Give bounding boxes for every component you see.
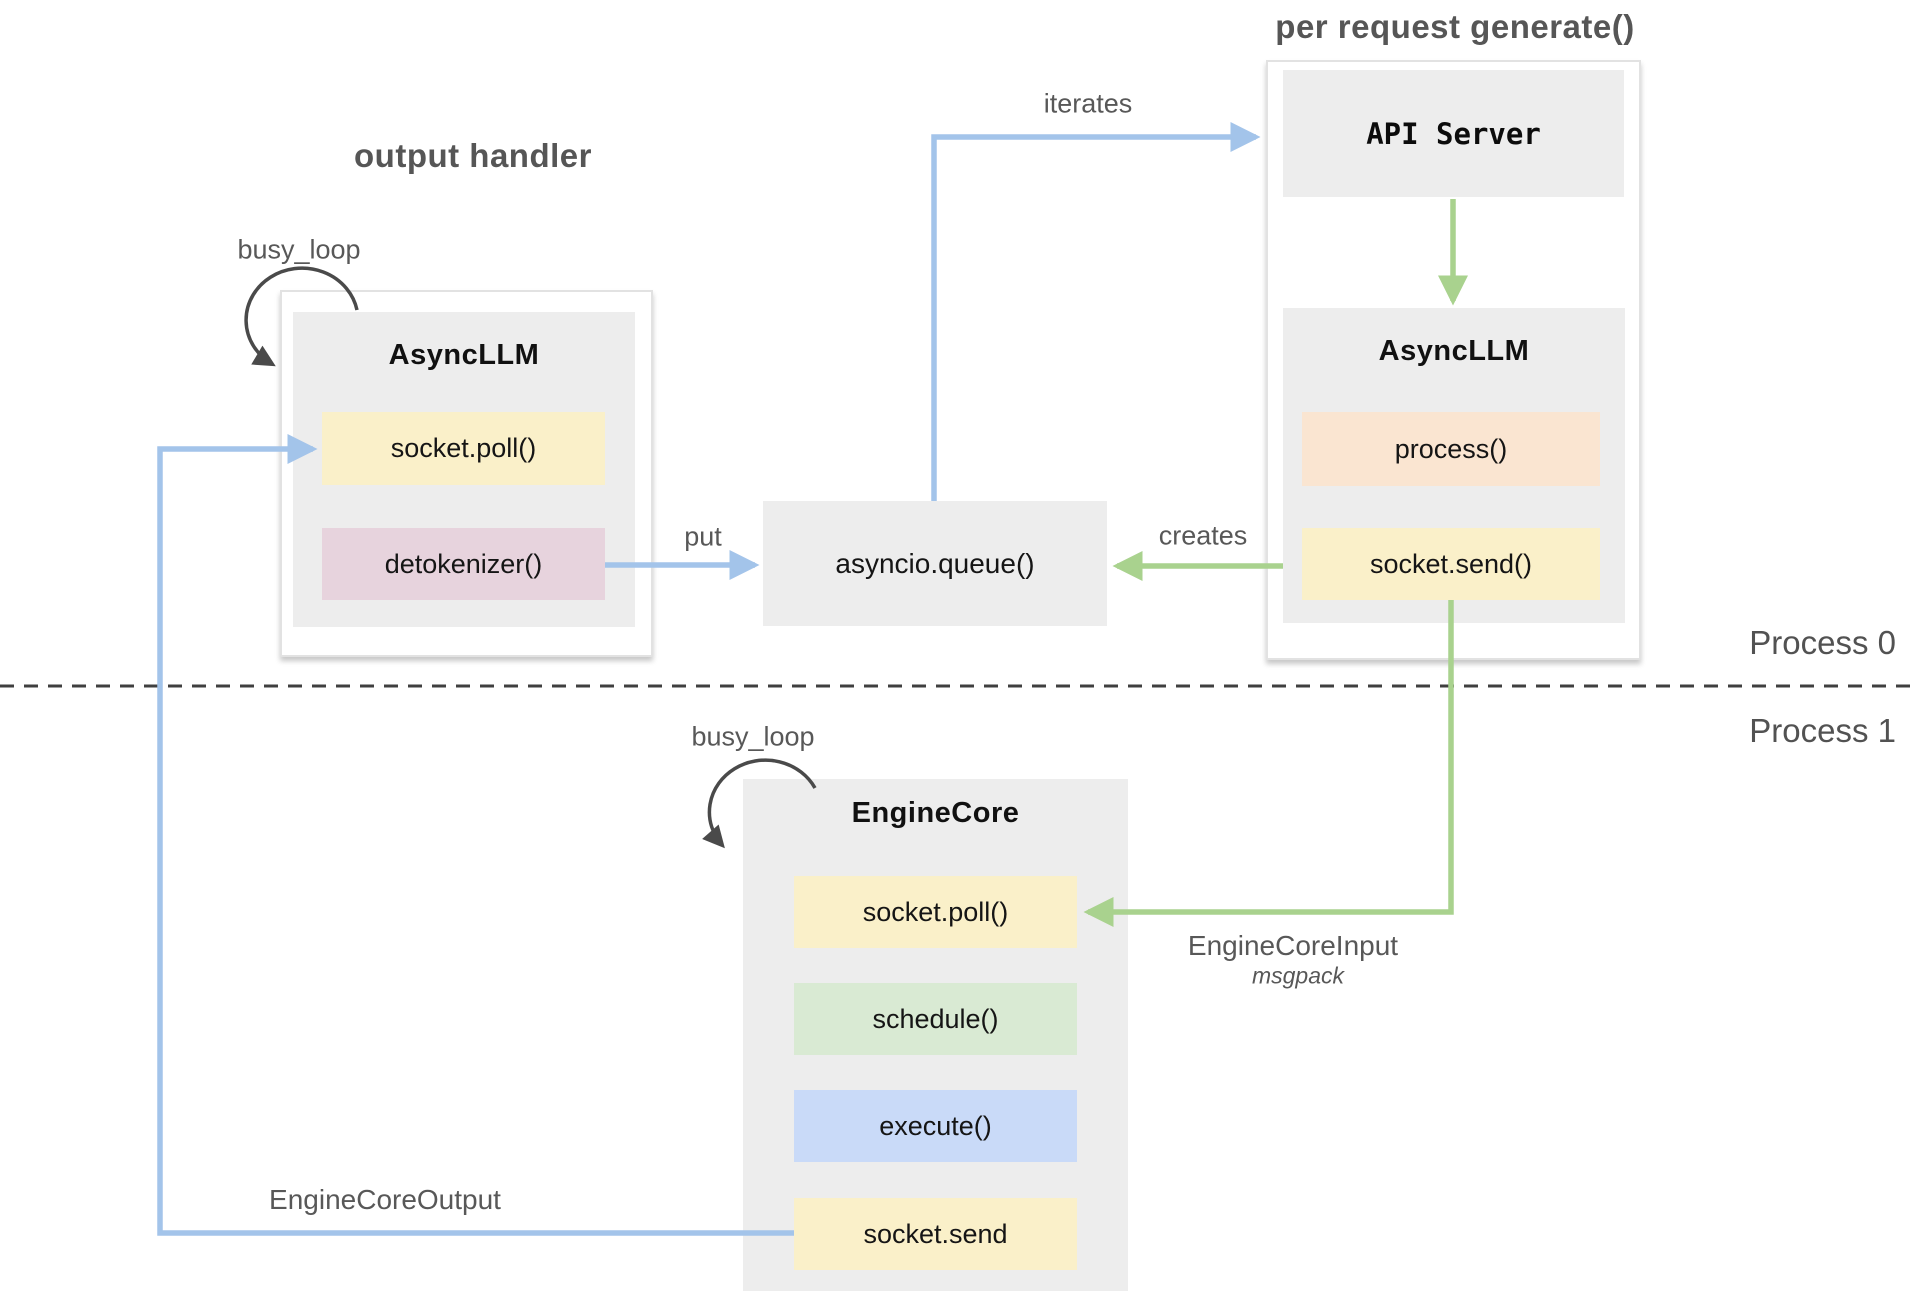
method-process: process(): [1302, 412, 1600, 486]
method-execute: execute(): [794, 1090, 1077, 1162]
method-socket-poll-engine-core: socket.poll(): [794, 876, 1077, 948]
api-server-box: API Server: [1283, 70, 1624, 197]
iterates-label: iterates: [1043, 88, 1133, 119]
output-handler-title: output handler: [354, 137, 592, 174]
method-detokenizer: detokenizer(): [322, 528, 605, 600]
engine-core-output-label: EngineCoreOutput: [269, 1184, 501, 1215]
busy-loop-label-engine-core: busy_loop: [691, 721, 815, 752]
per-request-generate-title: per request generate(): [1275, 8, 1635, 45]
method-socket-poll-async-llm: socket.poll(): [322, 412, 605, 485]
engine-core-input-label: EngineCoreInput: [1187, 930, 1399, 961]
async-llm-per-request-title: AsyncLLM: [1378, 335, 1530, 367]
asyncio-queue-box: asyncio.queue(): [763, 501, 1107, 626]
msgpack-label: msgpack: [1251, 962, 1345, 989]
method-socket-send-async-llm: socket.send(): [1302, 528, 1600, 600]
put-label: put: [684, 521, 722, 552]
iterates-arrow: [931, 122, 1261, 501]
process-1-label: Process 1: [1749, 712, 1896, 749]
async-llm-output-handler-title: AsyncLLM: [388, 339, 540, 371]
creates-label: creates: [1158, 520, 1248, 551]
method-schedule: schedule(): [794, 983, 1077, 1055]
process-0-label: Process 0: [1749, 624, 1896, 661]
engine-core-title: EngineCore: [851, 797, 1020, 829]
busy-loop-label-output-handler: busy_loop: [237, 234, 361, 265]
method-socket-send-engine-core: socket.send: [794, 1198, 1077, 1270]
